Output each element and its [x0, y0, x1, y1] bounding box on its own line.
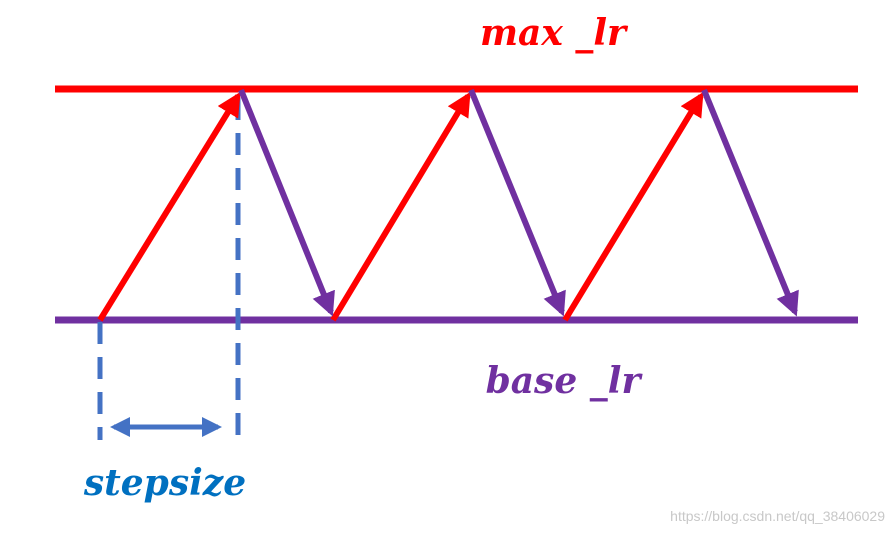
max-lr-label: max _lr	[480, 12, 629, 54]
watermark-text: https://blog.csdn.net/qq_38406029	[670, 508, 885, 524]
fall-arrow-3	[701, 88, 799, 317]
rise-arrow-1	[97, 91, 241, 322]
rise-arrow-2	[330, 91, 471, 322]
stepsize-label: stepsize	[83, 462, 246, 504]
rise-arrow-3	[562, 91, 704, 322]
fall-arrow-2	[468, 88, 566, 317]
fall-arrow-1	[238, 88, 335, 317]
base-lr-label: base _lr	[486, 360, 644, 402]
